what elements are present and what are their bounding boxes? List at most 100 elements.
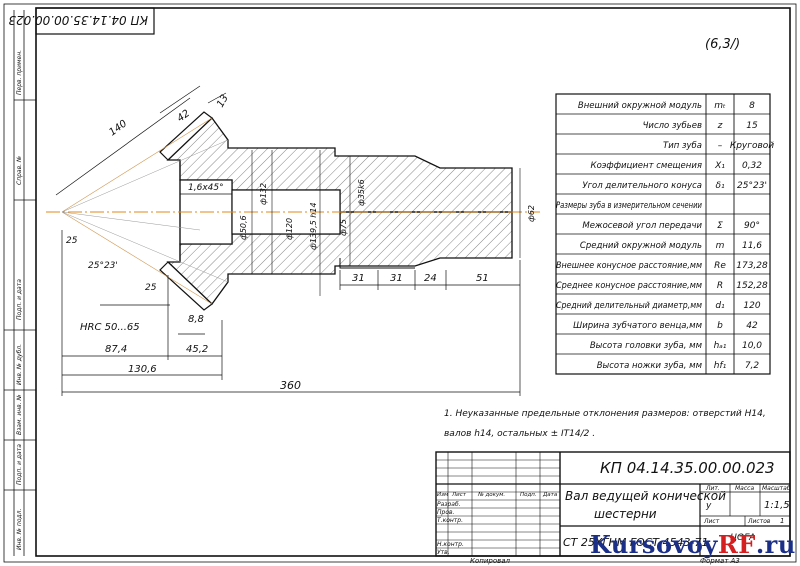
- param-value: 42: [746, 321, 758, 331]
- param-symbol: hf₁: [714, 361, 727, 371]
- tb-role: Пров.: [437, 509, 455, 516]
- param-name: Число зубьев: [643, 121, 702, 131]
- inner-frame: [35, 7, 791, 557]
- dim-130-6: 130,6: [128, 364, 157, 375]
- tb-name-1: Вал ведущей конической: [565, 489, 726, 503]
- param-name: Размеры зуба в измерительном сечении: [556, 201, 702, 211]
- dimension-texts: 140 42 13 1,6х45° 25 25°23' 25 HRC 50...…: [66, 93, 536, 392]
- copied-label: Копировал: [470, 557, 511, 565]
- title-block: Изм Лист № докум. Подп. Дата Разраб. Про…: [435, 451, 791, 557]
- strip-label: Подп. и дата: [16, 279, 23, 320]
- tb-sheets-label: Листов: [747, 518, 771, 525]
- tb-material: СТ 25ХГНМ ГОСТ 4543-71: [563, 536, 708, 549]
- tb-role: Т.контр.: [437, 517, 463, 524]
- dim-phi62: ф62: [527, 205, 536, 222]
- strip-label: Взам. инв. №: [16, 394, 23, 435]
- param-value: 15: [746, 121, 758, 131]
- param-value: 7,2: [745, 361, 760, 371]
- dim-chamfer: 1,6х45°: [188, 183, 224, 193]
- tb-code: КП 04.14.35.00.00.023: [600, 459, 775, 477]
- param-value: 11,6: [742, 241, 762, 251]
- dim-87-4: 87,4: [105, 344, 127, 355]
- watermark-logo: KursovoyRF.ru: [590, 530, 796, 559]
- dim-angle-25b: 25: [145, 283, 157, 293]
- tb-mass-label: Масса: [735, 485, 754, 492]
- dim-31b: 31: [390, 273, 403, 284]
- watermark-part: RF: [717, 530, 756, 559]
- shaft-drawing: [46, 111, 540, 311]
- param-name: Средний окружной модуль: [580, 241, 702, 251]
- dim-51: 51: [476, 273, 489, 284]
- strip-label: Подп. и дата: [16, 444, 23, 485]
- param-name: Тип зуба: [663, 141, 702, 151]
- param-symbol: δ₁: [715, 181, 725, 191]
- param-value: 8: [749, 101, 755, 111]
- tb-col-doc: № докум.: [477, 492, 505, 498]
- param-symbol: X₁: [714, 161, 725, 171]
- note-line-2: валов h14, остальных ± IT14/2 .: [444, 429, 595, 439]
- dim-angle-25a: 25: [66, 236, 78, 246]
- watermark-part: .ru: [755, 530, 796, 559]
- tb-scale-label: Масштаб: [762, 485, 791, 492]
- param-name: Коэффициент смещения: [591, 161, 702, 171]
- strip-label: Инв. № дубл.: [16, 344, 23, 385]
- param-name: Высота ножки зуба, мм: [597, 361, 703, 371]
- roughness-mark: (6,3/): [705, 37, 740, 52]
- dim-angle-2523: 25°23': [88, 261, 118, 271]
- param-name: Угол делительного конуса: [582, 181, 702, 191]
- param-symbol: d₁: [715, 301, 725, 311]
- dim-phi139-5: ф139,5 h14: [309, 202, 318, 250]
- dim-phi35k6: ф35k6: [357, 179, 366, 206]
- tb-lit-label: Лит.: [705, 485, 720, 492]
- param-symbol: b: [717, 321, 723, 331]
- param-symbol: Re: [714, 261, 726, 271]
- dim-8-8: 8,8: [188, 314, 204, 325]
- param-name: Среднее конусное расстояние,мм: [556, 281, 703, 291]
- tb-role: Разраб.: [437, 501, 461, 508]
- tb-col-date: Дата: [542, 492, 558, 498]
- tb-col-list: Лист: [451, 492, 467, 498]
- dim-phi132: ф132: [259, 183, 268, 205]
- dim-42: 42: [175, 108, 192, 124]
- stamp-code: КП 04.14.35.00.00.023: [8, 13, 148, 27]
- dim-31a: 31: [352, 273, 365, 284]
- param-symbol: –: [718, 141, 723, 151]
- dim-140: 140: [107, 118, 129, 138]
- strip-label: Справ. №: [16, 156, 23, 185]
- dim-24: 24: [424, 273, 437, 284]
- tb-scale: 1:1,5: [764, 500, 790, 511]
- param-symbol: hₐ₁: [714, 341, 727, 351]
- param-symbol: R: [717, 281, 723, 291]
- param-value: 0,32: [742, 161, 762, 171]
- note-line-1: 1. Неуказанные предельные отклонения раз…: [444, 409, 766, 419]
- dimension-lines: [55, 85, 521, 396]
- param-value: 152,28: [736, 281, 768, 291]
- param-value: Круговой: [730, 141, 774, 151]
- param-name: Высота головки зуба, мм: [590, 341, 703, 351]
- strip-label: Инв. № подл.: [16, 509, 23, 550]
- tb-sheets: 1: [780, 517, 784, 525]
- param-name: Внешний окружной модуль: [578, 101, 702, 111]
- dim-phi50-6: ф50,6: [239, 215, 248, 240]
- param-value: 173,28: [736, 261, 768, 271]
- param-value: 90°: [744, 221, 760, 231]
- outer-frame: [3, 3, 797, 563]
- hrc-label: HRC 50...65: [80, 322, 140, 333]
- tb-lit: у: [705, 501, 712, 511]
- param-symbol: mₜ: [714, 101, 726, 111]
- param-symbol: z: [717, 121, 723, 131]
- tb-sheet-label: Лист: [703, 518, 720, 525]
- strip-label: Перв. примен.: [16, 50, 23, 95]
- dim-360: 360: [280, 379, 301, 392]
- dim-phi120: ф120: [285, 218, 294, 240]
- param-name: Ширина зубчатого венца,мм: [573, 321, 702, 331]
- param-symbol: m: [716, 241, 725, 251]
- tb-role: Утв.: [437, 549, 450, 556]
- param-symbol: Σ: [717, 221, 723, 231]
- tb-col-sign: Подп.: [520, 492, 537, 498]
- dim-phi75: ф75: [339, 219, 348, 236]
- rotated-stamp: КП 04.14.35.00.00.023: [8, 7, 155, 35]
- tb-name-2: шестерни: [594, 507, 657, 521]
